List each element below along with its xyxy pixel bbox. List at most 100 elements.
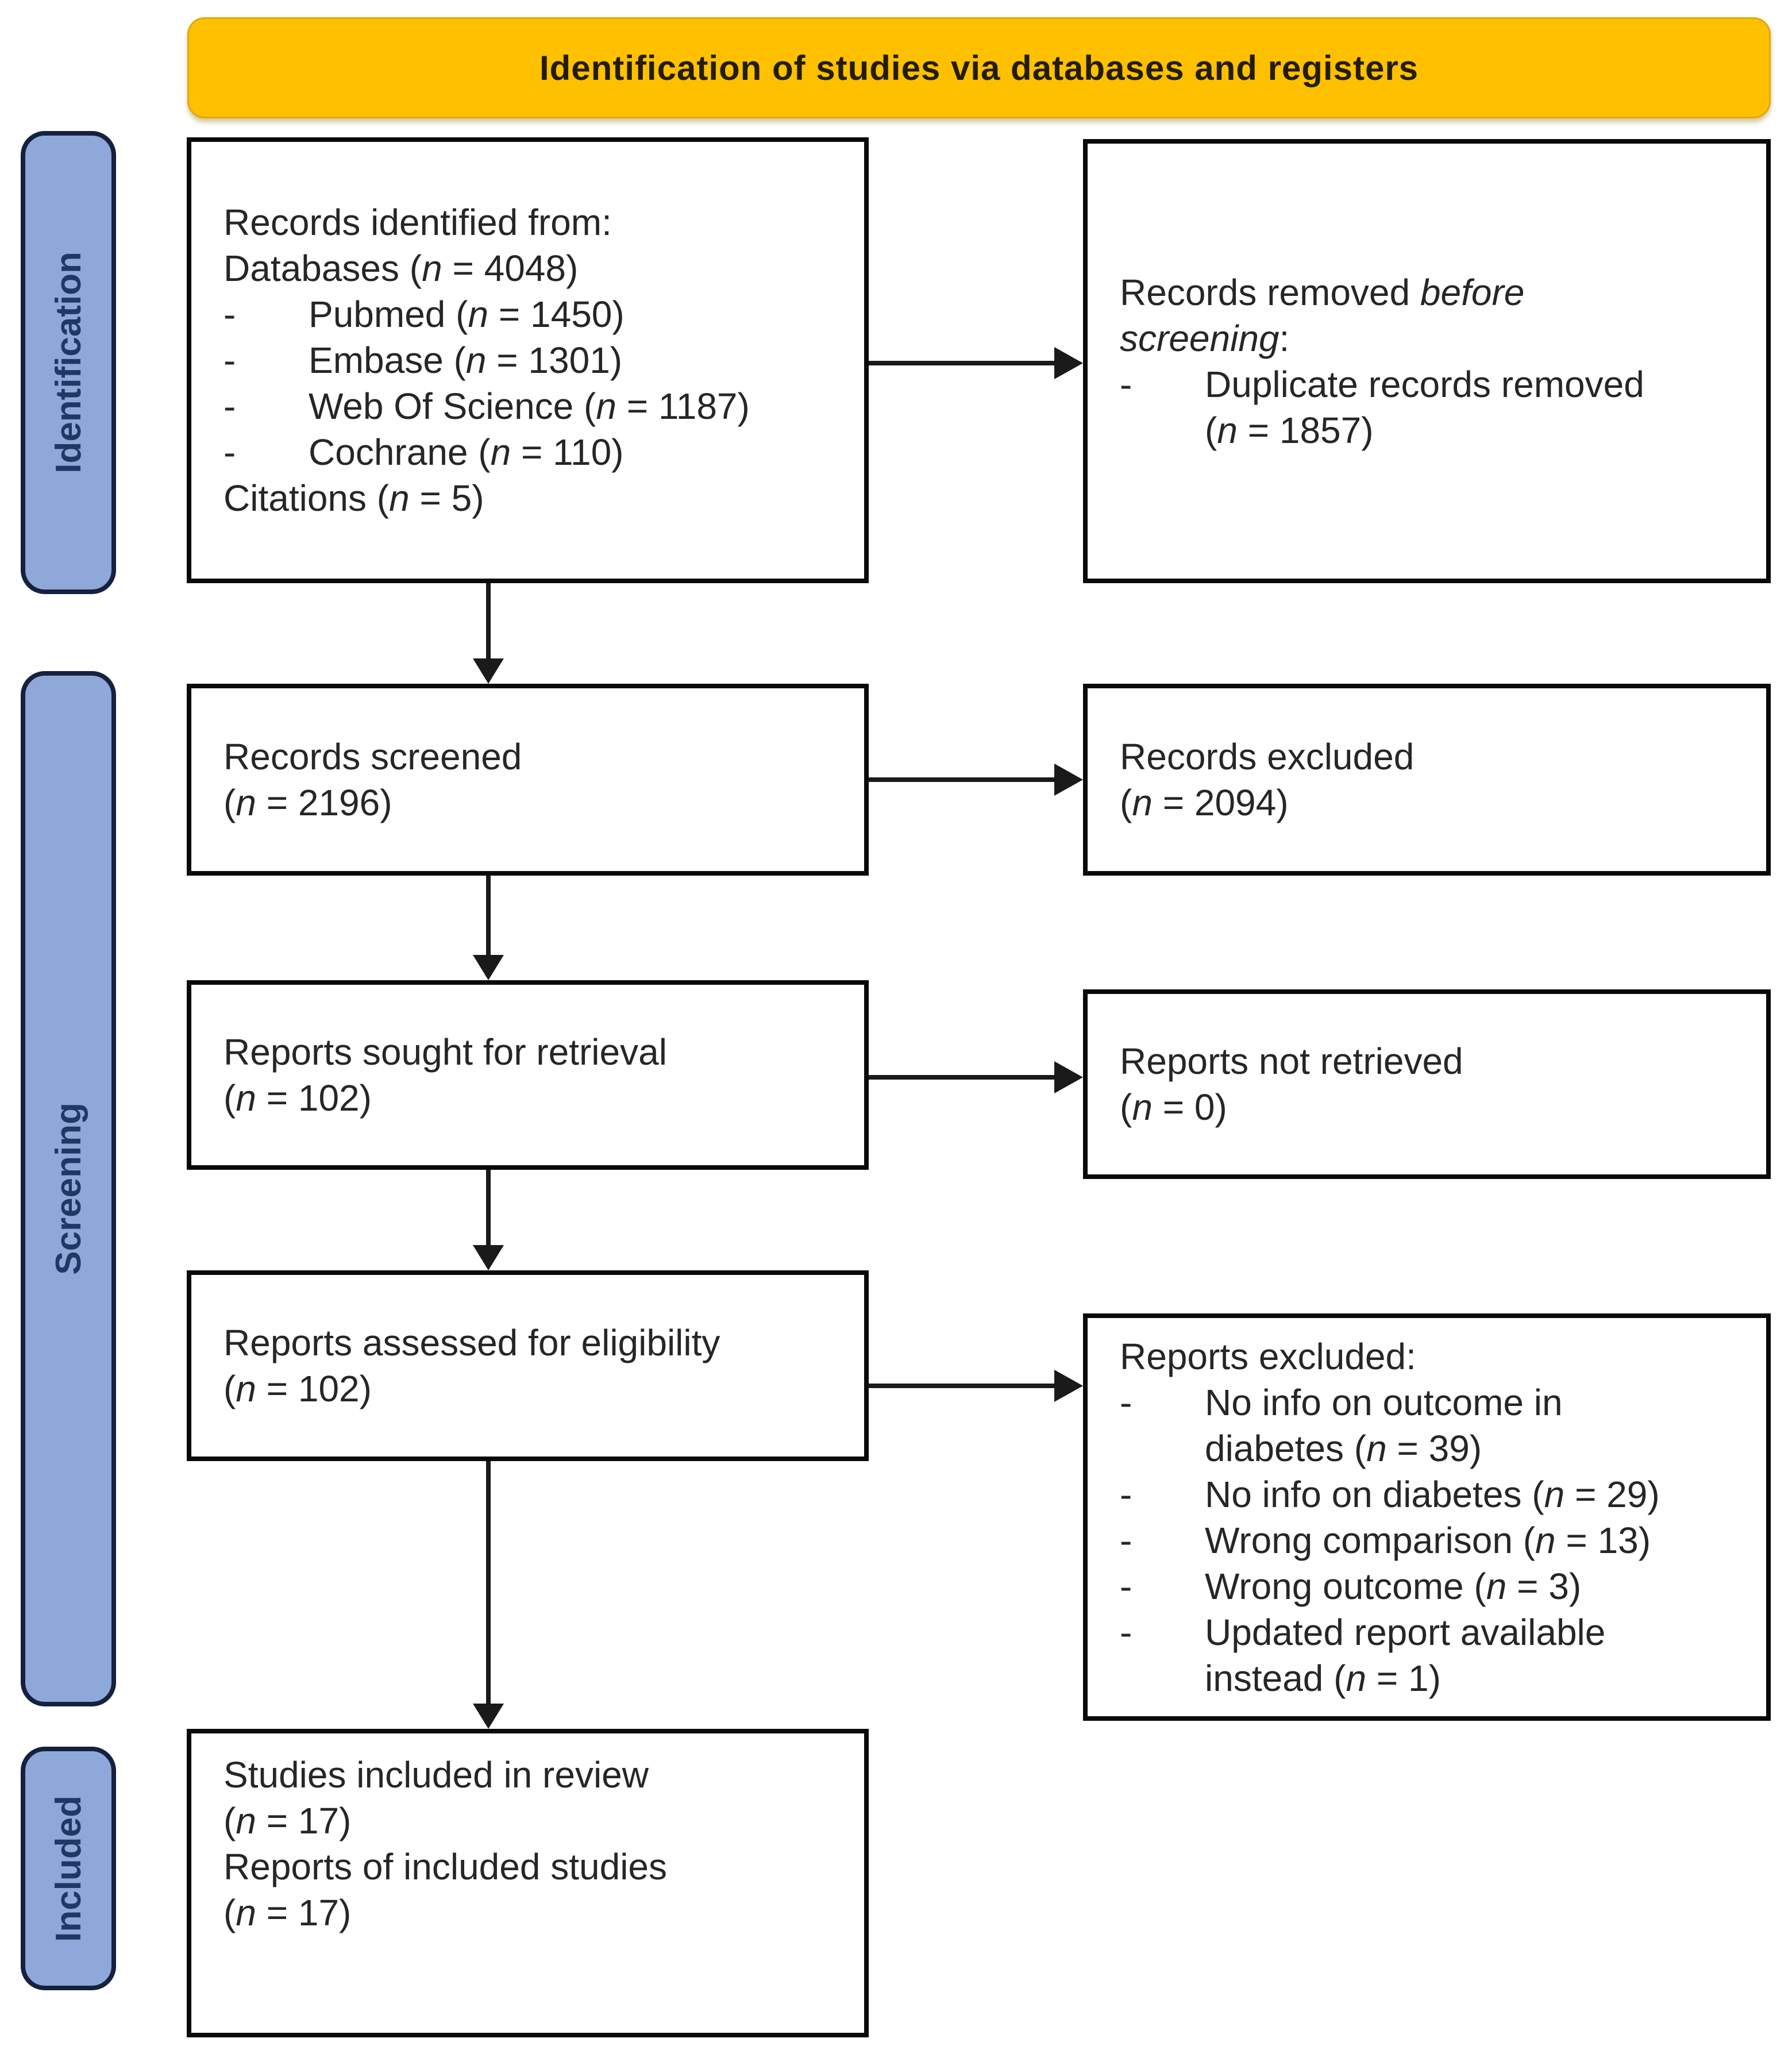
arrowhead-right-icon [1054,1061,1083,1093]
text-line: - No info on diabetes (n = 29) [1120,1471,1743,1517]
stage-bar-screening: Screening [21,671,116,1706]
arrowhead-down-icon [473,658,504,684]
line-text: Records screened [223,736,522,777]
text-line: screening: [1120,315,1743,361]
line-text: Duplicate records removed [1205,363,1644,405]
line-text: (n = 102) [223,1368,372,1409]
text-line: - Embase (n = 1301) [223,337,841,383]
line-text: (n = 2196) [223,782,392,823]
line-text: Wrong comparison (n = 13) [1205,1519,1651,1561]
text-line: (n = 2094) [1120,780,1743,826]
line-text: No info on outcome in [1205,1381,1563,1423]
line-text: (n = 1857) [1205,409,1374,451]
arrow-shaft [869,361,1054,365]
text-line: Records removed before [1120,269,1743,315]
text-line: (n = 17) [223,1798,841,1844]
text-line: - Cochrane (n = 110) [223,429,841,475]
text-line: (n = 1857) [1120,407,1743,453]
bullet-dash: - [1120,363,1132,405]
arrow-shaft [869,777,1054,782]
bullet-dash: - [223,386,236,427]
text-line: (n = 17) [223,1890,841,1936]
line-text: No info on diabetes (n = 29) [1205,1473,1660,1515]
arrowhead-right-icon [1054,764,1083,796]
text-line: Citations (n = 5) [223,475,841,521]
text-line: Reports assessed for eligibility [223,1320,841,1366]
line-text: screening: [1120,317,1290,359]
line-text: instead (n = 1) [1205,1657,1441,1699]
line-text: (n = 2094) [1120,782,1289,823]
line-text: Cochrane (n = 110) [309,431,624,473]
stage-bar-identification: Identification [21,131,116,594]
text-line: Records screened [223,734,841,780]
text-line: Reports sought for retrieval [223,1029,841,1075]
bullet-dash: - [223,340,236,381]
line-text: Records excluded [1120,736,1415,777]
text-line: instead (n = 1) [1120,1655,1743,1701]
bullet-dash: - [1120,1565,1132,1607]
text-line: Reports of included studies [223,1844,841,1890]
line-text: Databases (n = 4048) [223,248,579,289]
arrowhead-down-icon [473,1704,504,1729]
box-records-screened: Records screened (n = 2196) [187,684,869,876]
stage-bar-included: Included [21,1747,116,1990]
bullet-dash: - [1120,1473,1132,1515]
box-reports-assessed-for-eligibility: Reports assessed for eligibility (n = 102… [187,1270,869,1461]
line-text: (n = 17) [223,1800,352,1841]
line-text: Citations (n = 5) [223,477,484,519]
arrowhead-down-icon [473,955,504,980]
line-text: Updated report available [1205,1611,1606,1653]
text-line: Databases (n = 4048) [223,245,841,291]
text-line: -Pubmed (n = 1450) [223,291,841,337]
text-line: Studies included in review [223,1752,841,1798]
text-line: - Updated report available [1120,1609,1743,1655]
arrowhead-down-icon [473,1245,504,1270]
text-line: Records excluded [1120,734,1743,780]
arrowhead-right-icon [1054,347,1083,379]
line-text: Web Of Science (n = 1187) [309,386,750,427]
bullet-dash: - [1120,1519,1132,1561]
arrow-shaft [869,1075,1054,1080]
bullet-dash: - [1120,1611,1132,1653]
line-text: (n = 17) [223,1892,352,1933]
line-text: Reports assessed for eligibility [223,1322,720,1363]
text-line: -No info on outcome in [1120,1380,1743,1425]
box-records-identified: Records identified from: Databases (n = 4… [187,137,869,583]
arrow-shaft [486,1461,491,1704]
stage-label-identification: Identification [48,252,88,473]
text-line: Reports excluded: [1120,1334,1743,1380]
text-line: Reports not retrieved [1120,1038,1743,1084]
arrow-shaft [869,1384,1054,1388]
stage-label-screening: Screening [48,1103,88,1275]
line-text: Reports sought for retrieval [223,1031,667,1073]
line-text: Wrong outcome (n = 3) [1205,1565,1582,1607]
arrow-shaft [486,583,491,658]
line-text: Records removed before [1120,271,1525,313]
box-studies-included-in-review: Studies included in review (n = 17)Report… [187,1729,869,2037]
box-records-excluded: Records excluded (n = 2094) [1083,684,1771,876]
text-line: - Web Of Science (n = 1187) [223,383,841,429]
line-text: Reports not retrieved [1120,1041,1463,1082]
box-reports-not-retrieved: Reports not retrieved(n = 0) [1083,989,1771,1179]
line-text: Embase (n = 1301) [309,340,623,381]
line-text: Records identified from: [223,202,612,243]
arrow-shaft [486,876,491,955]
text-line: - Duplicate records removed [1120,361,1743,407]
line-text: Pubmed (n = 1450) [309,294,625,335]
text-line: diabetes (n = 39) [1120,1425,1743,1471]
banner: Identification of studies via databases … [187,17,1771,118]
banner-title: Identification of studies via databases … [539,48,1419,87]
text-line: - Wrong comparison (n = 13) [1120,1517,1743,1563]
box-reports-sought-for-retrieval: Reports sought for retrieval(n = 102) [187,980,869,1170]
line-text: (n = 102) [223,1077,372,1119]
line-text: Studies included in review [223,1754,649,1795]
text-line: (n = 102) [223,1075,841,1121]
bullet-dash: - [223,431,236,473]
text-line: (n = 2196) [223,780,841,826]
text-line: (n = 0) [1120,1084,1743,1130]
arrowhead-right-icon [1054,1370,1083,1402]
text-line: Records identified from: [223,199,841,245]
